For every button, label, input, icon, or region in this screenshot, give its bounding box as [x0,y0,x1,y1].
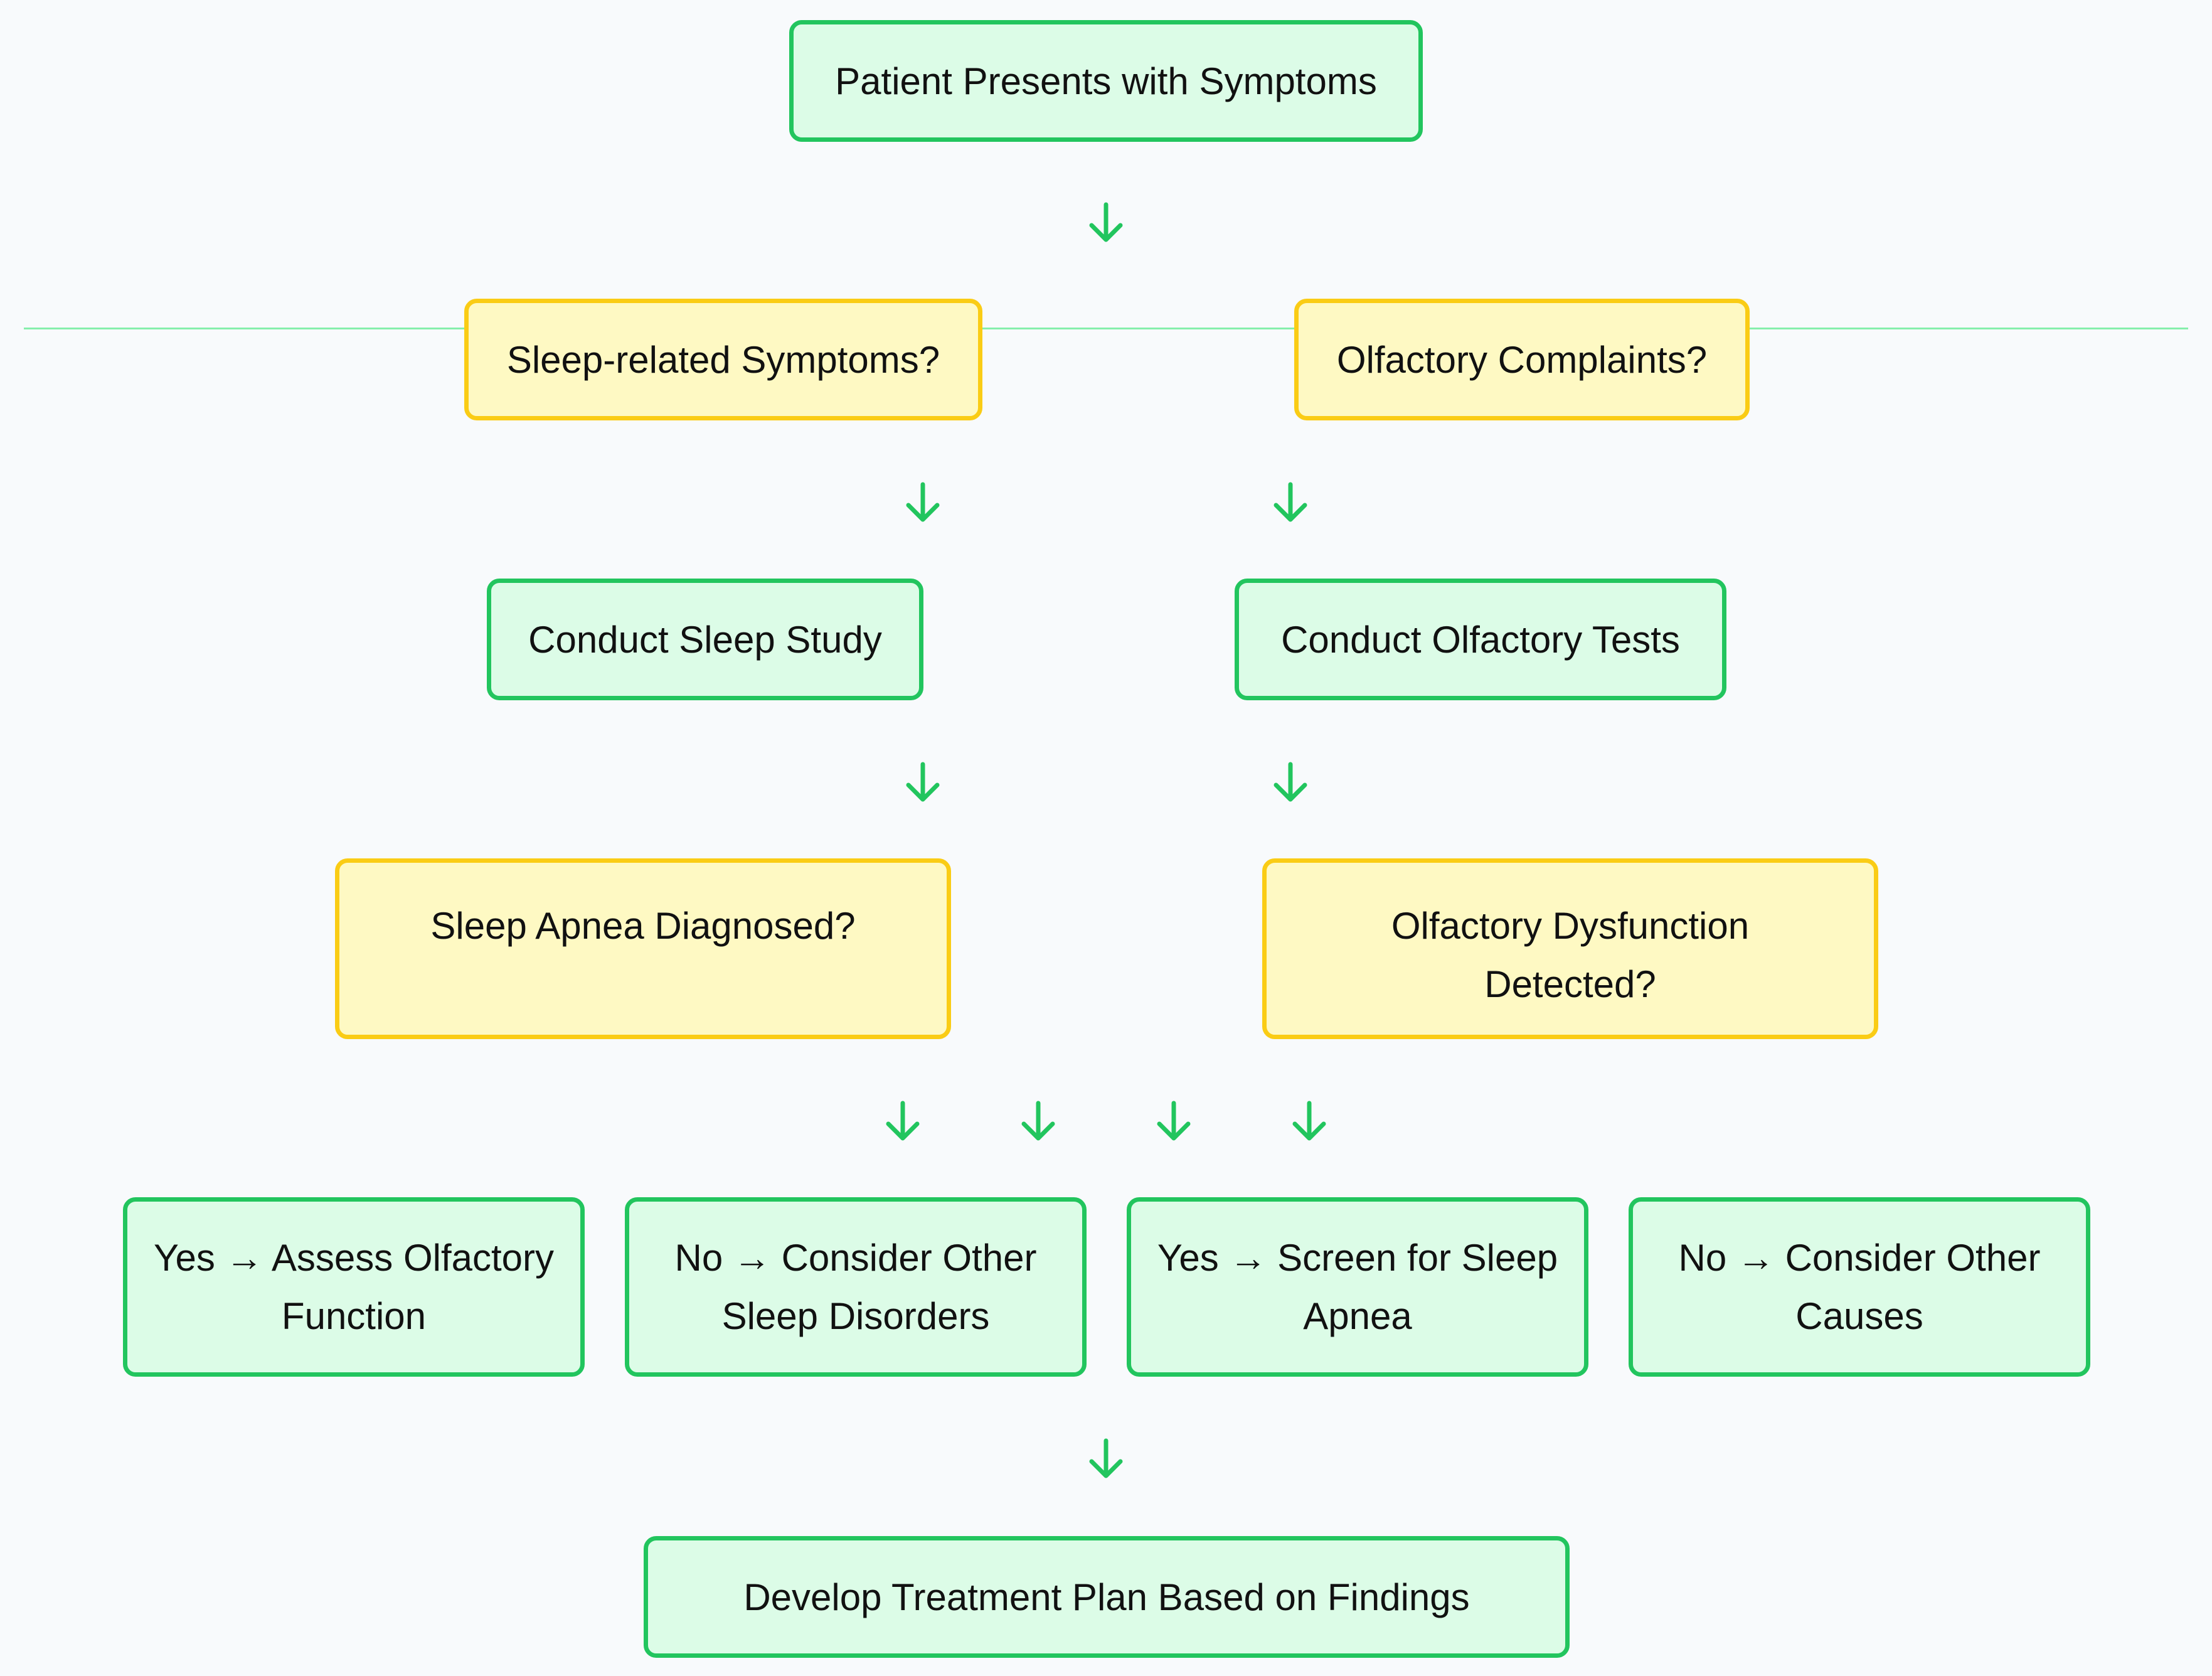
sleep-symptoms-label: Sleep-related Symptoms? [506,338,940,381]
start-node[interactable]: Patient Presents with Symptoms [789,20,1423,142]
arrow-down-icon [1084,201,1128,245]
treatment-plan-node[interactable]: Develop Treatment Plan Based on Findings [644,1536,1570,1658]
outcome-yes-assess-olfactory[interactable]: Yes → Assess Olfactory Function [123,1197,585,1377]
olfactory-tests-label: Conduct Olfactory Tests [1281,618,1680,661]
sleep-study-label: Conduct Sleep Study [528,618,882,661]
arrow-down-icon [1084,1437,1128,1481]
divider-line [24,328,2188,329]
arrow-down-icon [1268,761,1312,804]
sleep-apnea-decision[interactable]: Sleep Apnea Diagnosed? [335,858,951,1039]
arrow-down-icon [1287,1099,1331,1143]
arrow-down-icon [901,481,945,525]
sleep-study-node[interactable]: Conduct Sleep Study [487,579,923,700]
outcome-label: Yes → Assess Olfactory Function [153,1237,555,1337]
arrow-down-icon [1152,1099,1196,1143]
arrow-down-icon [1268,481,1312,525]
olfactory-complaints-decision[interactable]: Olfactory Complaints? [1294,299,1750,420]
arrow-down-icon [881,1099,925,1143]
olfactory-dysfunction-label: Olfactory Dysfunction Detected? [1391,905,1750,1005]
outcome-yes-screen-apnea[interactable]: Yes → Screen for Sleep Apnea [1127,1197,1588,1377]
olfactory-tests-node[interactable]: Conduct Olfactory Tests [1235,579,1726,700]
outcome-no-other-sleep-disorders[interactable]: No → Consider Other Sleep Disorders [625,1197,1087,1377]
arrow-down-icon [1016,1099,1060,1143]
outcome-label: Yes → Screen for Sleep Apnea [1157,1237,1558,1337]
olfactory-dysfunction-decision[interactable]: Olfactory Dysfunction Detected? [1262,858,1878,1039]
sleep-symptoms-decision[interactable]: Sleep-related Symptoms? [464,299,982,420]
olfactory-complaints-label: Olfactory Complaints? [1336,338,1708,381]
arrow-down-icon [901,761,945,804]
outcome-label: No → Consider Other Sleep Disorders [674,1237,1037,1337]
outcome-label: No → Consider Other Causes [1678,1237,2041,1337]
outcome-no-other-causes[interactable]: No → Consider Other Causes [1629,1197,2090,1377]
start-node-label: Patient Presents with Symptoms [835,60,1377,102]
treatment-plan-label: Develop Treatment Plan Based on Findings [743,1576,1470,1618]
sleep-apnea-label: Sleep Apnea Diagnosed? [430,905,856,947]
